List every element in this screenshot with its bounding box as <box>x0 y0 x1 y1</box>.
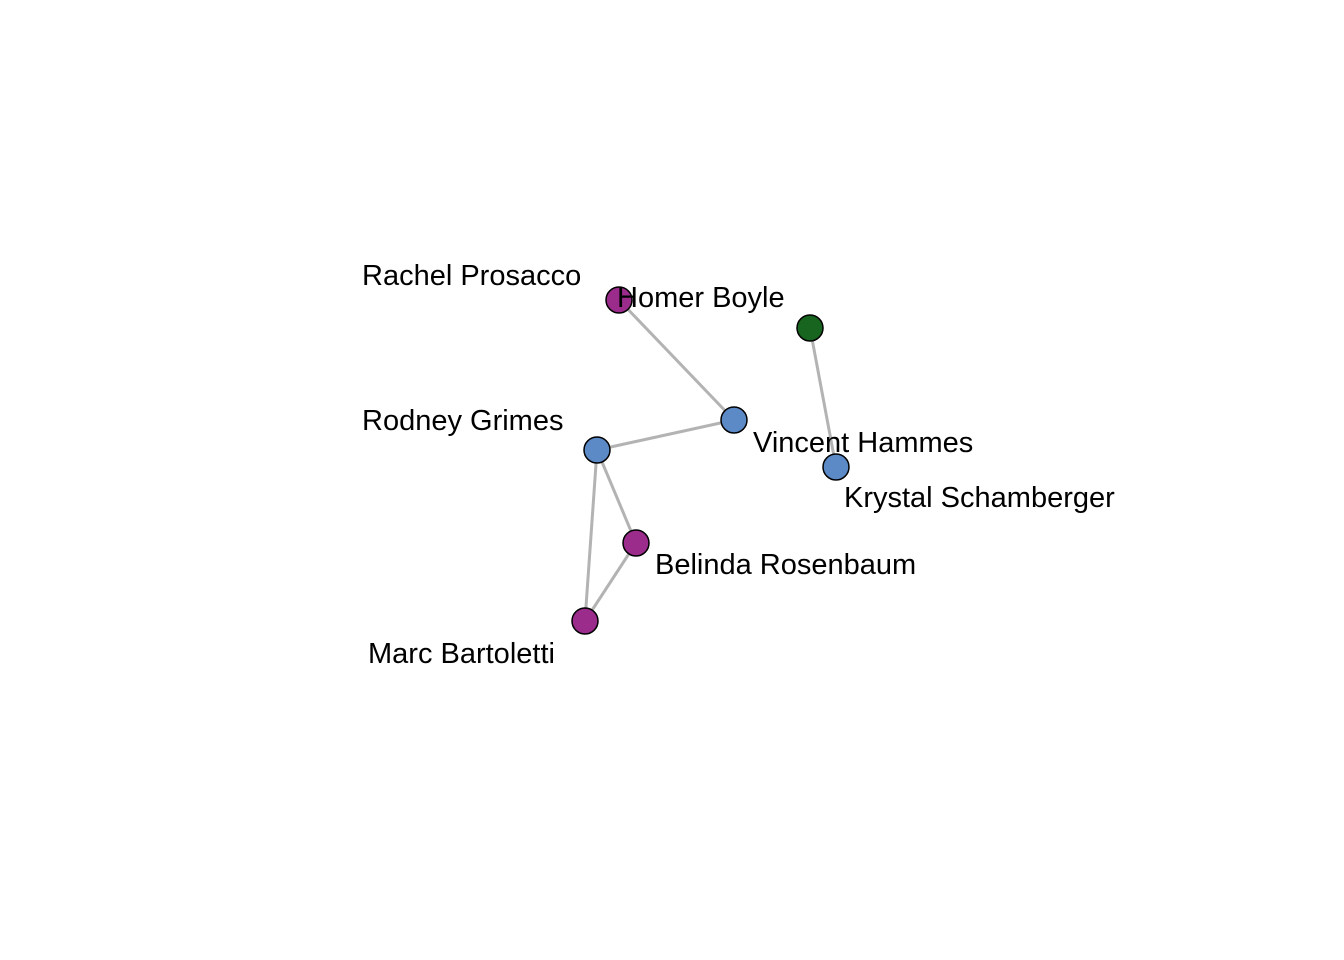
edge-rodney-vincent <box>596 418 735 452</box>
node-label-belinda: Belinda Rosenbaum <box>655 549 916 581</box>
node-rachel[interactable] <box>605 286 633 314</box>
edges-layer <box>583 298 838 622</box>
node-homer[interactable] <box>796 314 824 342</box>
node-label-rachel: Rachel Prosacco <box>362 260 581 292</box>
node-label-homer: Homer Boyle <box>617 282 785 314</box>
nodes-layer <box>571 286 850 635</box>
node-label-vincent: Vincent Hammes <box>753 427 973 459</box>
node-krystal[interactable] <box>822 453 850 481</box>
node-label-krystal: Krystal Schamberger <box>844 482 1115 514</box>
node-rodney[interactable] <box>583 436 611 464</box>
edge-homer-krystal <box>808 327 838 468</box>
edge-rodney-marc <box>583 449 599 622</box>
edge-rodney-belinda <box>595 449 638 544</box>
node-vincent[interactable] <box>720 406 748 434</box>
node-belinda[interactable] <box>622 529 650 557</box>
node-label-rodney: Rodney Grimes <box>362 405 563 437</box>
edge-belinda-marc <box>583 542 638 622</box>
node-marc[interactable] <box>571 607 599 635</box>
edge-rachel-vincent <box>617 298 736 422</box>
node-label-marc: Marc Bartoletti <box>368 638 555 670</box>
